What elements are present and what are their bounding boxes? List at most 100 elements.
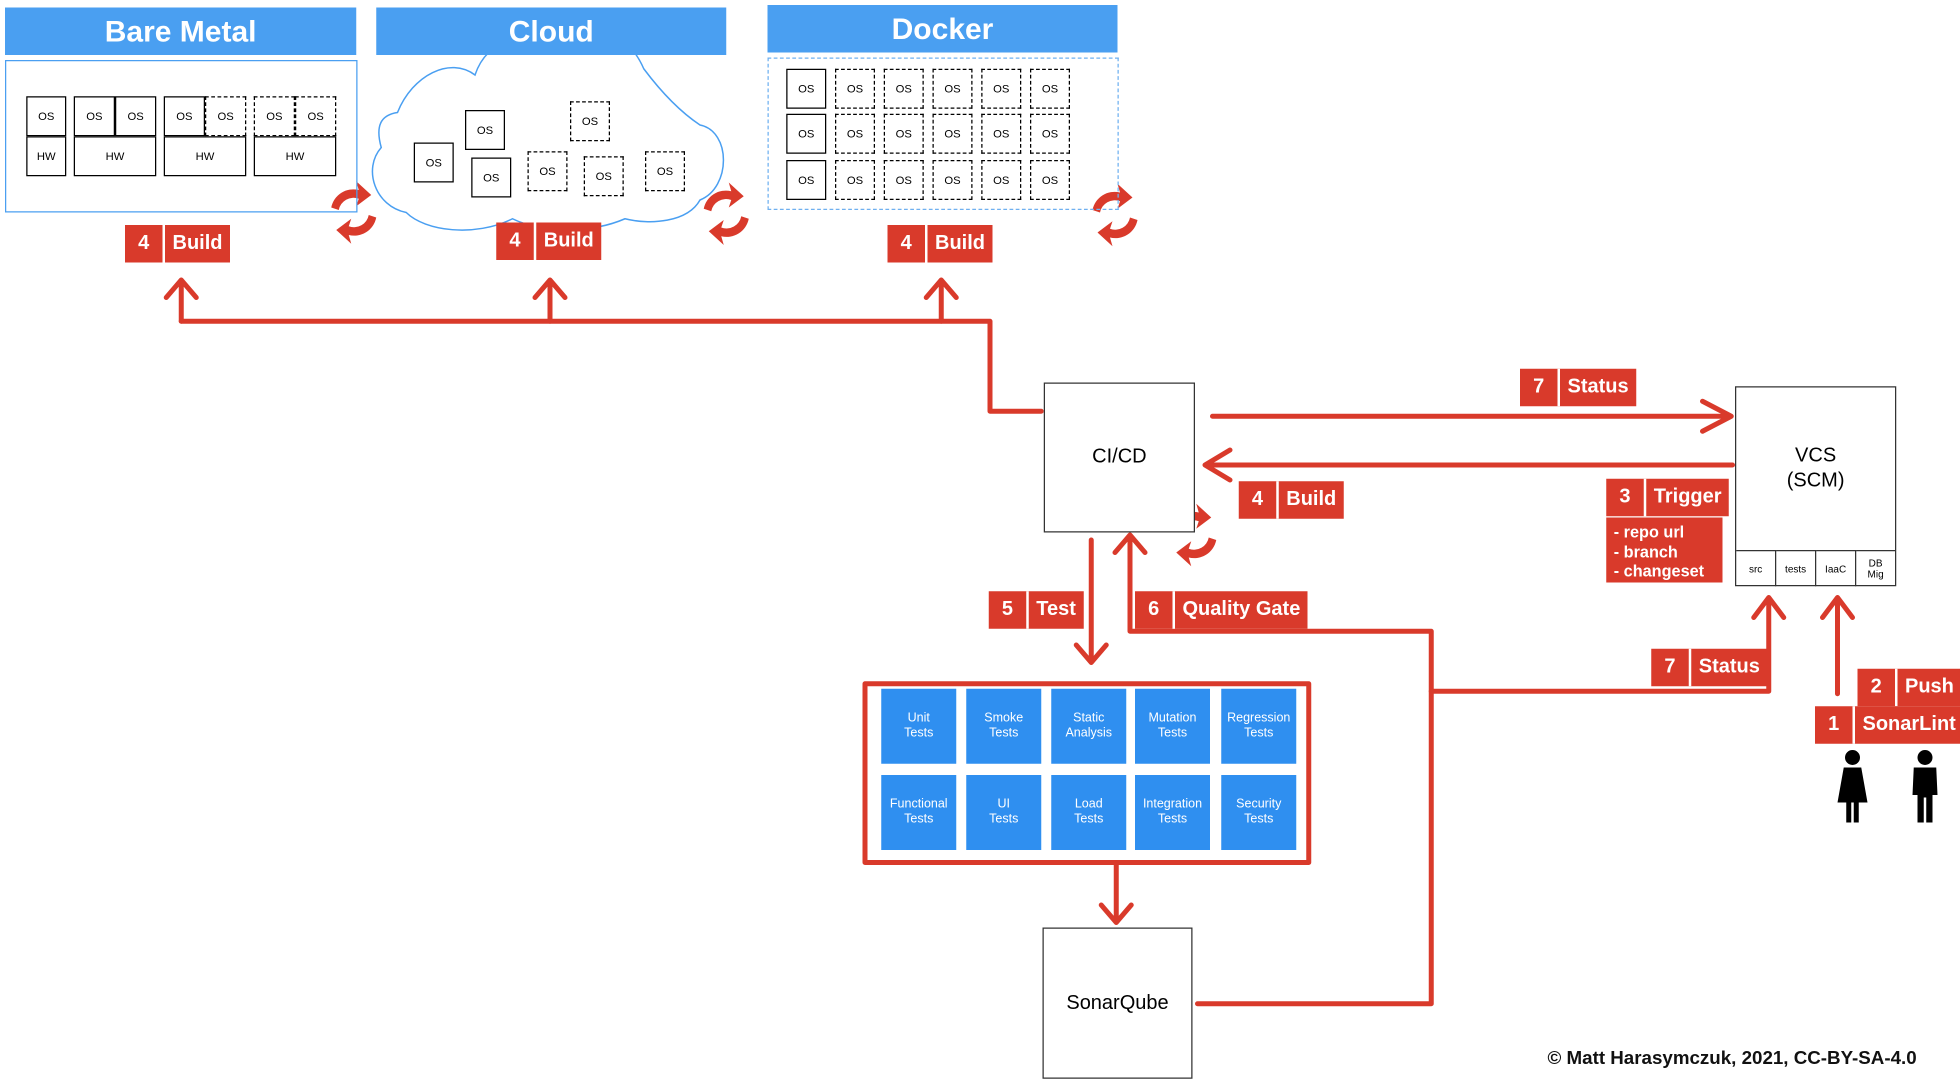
step-label: Test bbox=[1036, 598, 1076, 620]
sonarqube-label: SonarQube bbox=[1066, 991, 1169, 1014]
arrow-to-bare-metal bbox=[163, 277, 199, 324]
bare-metal-frame bbox=[5, 60, 358, 213]
test-tile-line: Static bbox=[1073, 711, 1105, 725]
os-box-container: OS bbox=[835, 113, 875, 154]
step-number: 3 bbox=[1606, 478, 1647, 517]
step-label: Quality Gate bbox=[1182, 598, 1301, 620]
step-label: Build bbox=[172, 232, 223, 254]
woman-icon bbox=[1837, 750, 1868, 823]
test-tile-line: Tests bbox=[989, 726, 1019, 740]
arrow-status-to-vcs bbox=[1210, 398, 1734, 434]
status-tag-top: 7 Status bbox=[1520, 368, 1637, 407]
cicd-label: CI/CD bbox=[1092, 446, 1147, 468]
vcs-title: VCS bbox=[1795, 445, 1837, 467]
test-tile-line: Tests bbox=[904, 812, 934, 827]
os-box: OS bbox=[163, 96, 205, 137]
test-tile-line: Security bbox=[1236, 797, 1282, 812]
os-box: OS bbox=[786, 113, 827, 154]
os-box-container: OS bbox=[835, 68, 875, 109]
test-tile-line: UI bbox=[997, 797, 1011, 812]
sonarlint-tag: 1 SonarLint bbox=[1815, 706, 1960, 744]
vcs-cell-src: src bbox=[1736, 550, 1777, 587]
step-number: 4 bbox=[888, 225, 928, 263]
test-tile-line: Tests bbox=[1157, 726, 1188, 740]
arrow-cicd-to-tests bbox=[1073, 537, 1109, 665]
os-box-container: OS bbox=[1030, 68, 1070, 109]
arrow-push-to-vcs bbox=[1820, 595, 1855, 697]
os-box-container: OS bbox=[835, 160, 875, 200]
copyright-notice: © Matt Harasymczuk, 2021, CC-BY-SA-4.0 bbox=[1547, 1047, 1917, 1069]
quality-gate-tag: 6 Quality Gate bbox=[1135, 591, 1308, 629]
hw-box: HW bbox=[163, 136, 247, 177]
arrow-to-docker bbox=[923, 277, 959, 324]
status-tag-bottom: 7 Status bbox=[1651, 648, 1768, 687]
test-tile-line: Smoke bbox=[984, 711, 1024, 725]
hw-box: HW bbox=[73, 136, 157, 177]
cycle-arrows-icon bbox=[1092, 183, 1138, 247]
cloud-title: Cloud bbox=[376, 7, 727, 55]
os-box: OS bbox=[26, 96, 67, 137]
vcs-subtitle: (SCM) bbox=[1786, 470, 1845, 492]
vcs-cell-db-mig: DB Mig bbox=[1856, 550, 1895, 586]
arrow-tests-to-sonarqube bbox=[1098, 862, 1134, 925]
os-box: OS bbox=[786, 68, 827, 109]
os-box-container: OS bbox=[932, 160, 973, 200]
os-box-container: OS bbox=[883, 113, 924, 154]
step-label: Build bbox=[543, 230, 594, 252]
test-tile-line: Analysis bbox=[1065, 726, 1113, 740]
test-tile-line: Tests bbox=[1244, 726, 1274, 740]
step-number: 4 bbox=[125, 225, 165, 263]
push-tag: 2 Push bbox=[1857, 668, 1960, 707]
step-label: Status bbox=[1567, 376, 1629, 398]
step-label: Push bbox=[1905, 676, 1954, 698]
test-tile-line: Tests bbox=[1074, 812, 1104, 827]
step-label: Status bbox=[1698, 656, 1760, 678]
os-box: OS bbox=[465, 110, 505, 150]
test-tile-line: Tests bbox=[1157, 812, 1188, 827]
arrow-trigger-to-cicd bbox=[1202, 447, 1735, 483]
test-tile-line: Functional bbox=[889, 797, 948, 812]
step-number: 1 bbox=[1815, 706, 1855, 744]
test-tile-line: Integration bbox=[1142, 797, 1203, 812]
os-box-virtual: OS bbox=[295, 96, 337, 137]
test-tag: 5 Test bbox=[988, 591, 1084, 629]
vcs-node: VCS (SCM) src tests IaaC DB Mig bbox=[1735, 386, 1897, 587]
docker-frame bbox=[767, 57, 1119, 210]
trigger-detail-branch: - branch bbox=[1613, 541, 1678, 561]
trigger-details: - repo url - branch - changeset bbox=[1606, 517, 1723, 583]
hw-box: HW bbox=[253, 136, 337, 177]
vcs-cell-iaac: IaaC bbox=[1816, 550, 1857, 587]
os-box-container: OS bbox=[1030, 160, 1070, 200]
sonarqube-node: SonarQube bbox=[1042, 927, 1193, 1079]
test-tile-line: Tests bbox=[1244, 812, 1274, 827]
os-box-container: OS bbox=[932, 68, 973, 109]
os-box-virtual: OS bbox=[253, 96, 295, 137]
os-box-virtual: OS bbox=[527, 151, 568, 192]
cycle-arrows-icon bbox=[703, 182, 749, 245]
os-box-container: OS bbox=[981, 68, 1022, 109]
test-tile-line: Tests bbox=[989, 812, 1019, 827]
os-box-virtual: OS bbox=[645, 151, 685, 192]
trigger-detail-repo-url: - repo url bbox=[1613, 522, 1685, 542]
test-tile-line: Load bbox=[1074, 797, 1103, 812]
os-box-container: OS bbox=[1030, 113, 1070, 154]
trigger-tag: 3 Trigger bbox=[1606, 478, 1730, 517]
bare-metal-title: Bare Metal bbox=[5, 7, 357, 55]
vcs-label: VCS (SCM) bbox=[1736, 444, 1895, 494]
os-box: OS bbox=[413, 142, 454, 183]
build-tag-bare-metal: 4 Build bbox=[125, 225, 230, 263]
step-number: 5 bbox=[989, 591, 1029, 629]
step-number: 6 bbox=[1135, 591, 1175, 629]
os-box-virtual: OS bbox=[205, 96, 247, 137]
step-number: 4 bbox=[1239, 481, 1279, 519]
